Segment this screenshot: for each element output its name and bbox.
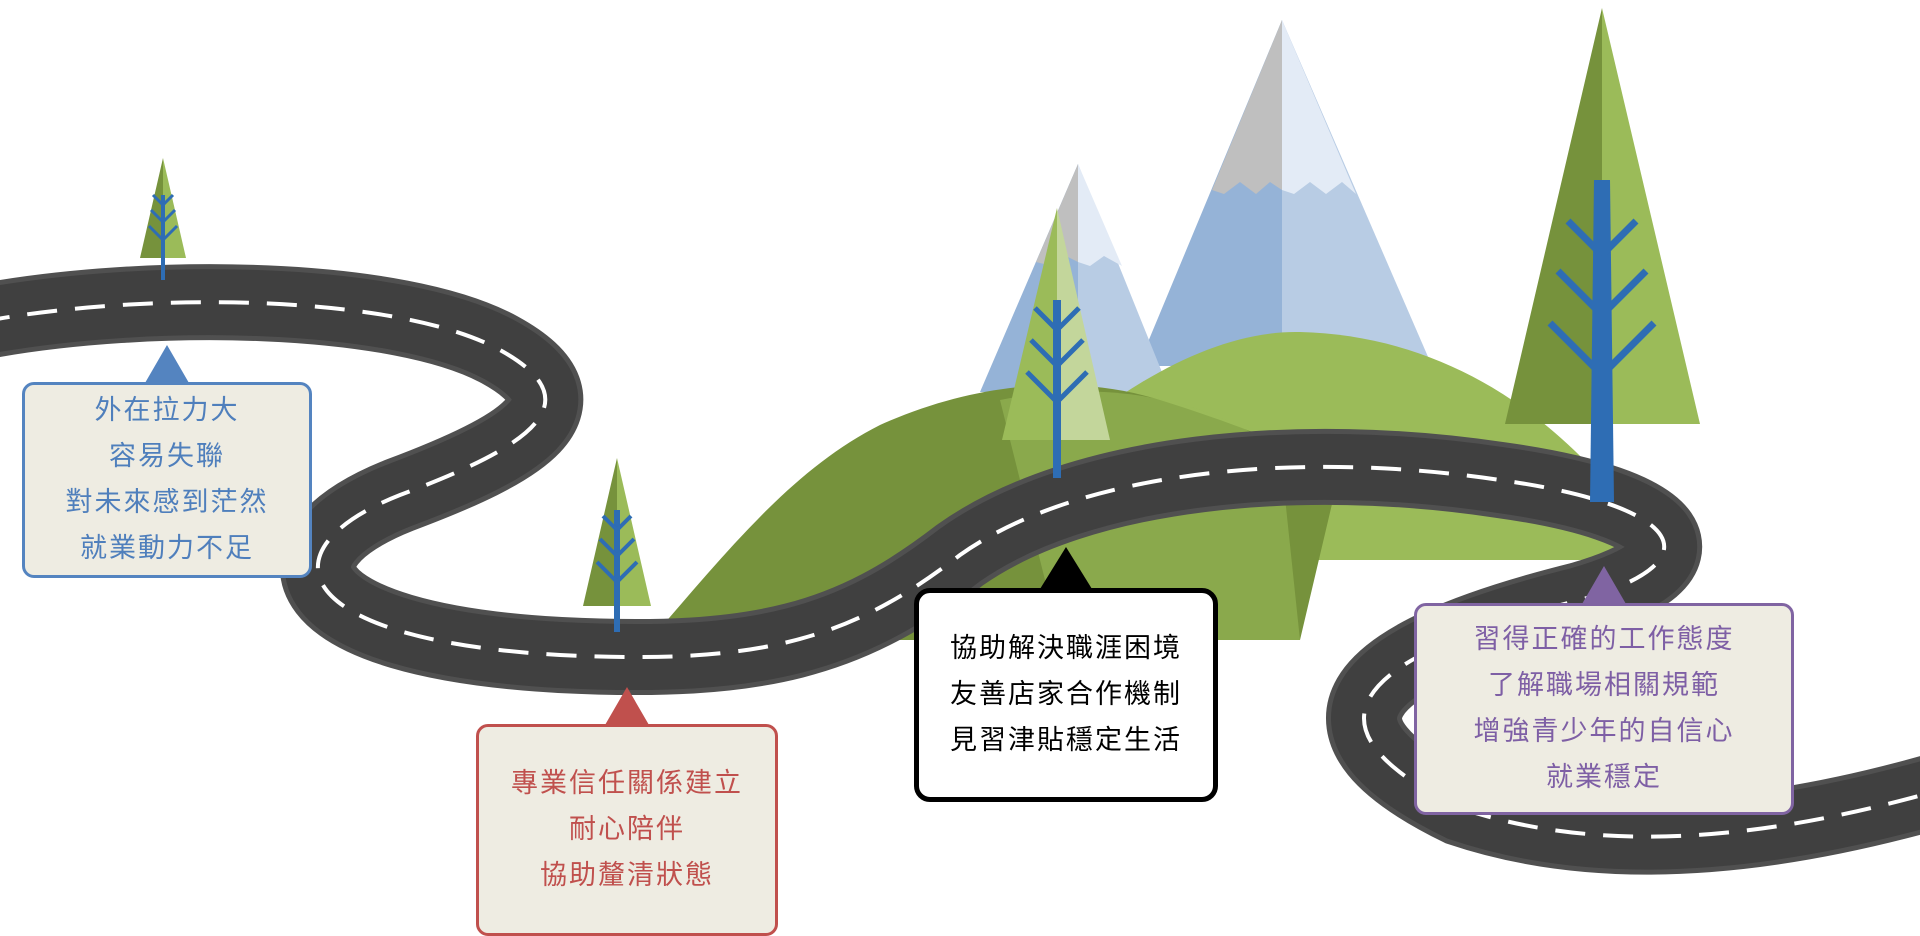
road-center-line [0,300,1920,839]
mountain-large-left [1138,20,1282,366]
callout-line: 對未來感到茫然 [65,487,269,518]
mountain-large-snow [1282,20,1356,194]
callout-trust-building: 專業信任關係建立 耐心陪伴 協助釐清狀態 [476,687,778,936]
callout-line: 見習津貼穩定生活 [950,725,1182,756]
tree-small-1 [140,158,186,280]
callout-line: 增強青少年的自信心 [1473,716,1735,747]
callout-line: 容易失聯 [109,441,225,472]
callout-line: 了解職場相關規範 [1488,670,1720,701]
tree-large [1505,8,1700,502]
callout-line: 協助釐清狀態 [540,860,714,891]
callout-line: 外在拉力大 [94,395,240,426]
callout-line: 就業穩定 [1546,762,1662,793]
mountain-large-rock [1212,20,1282,194]
callout-pointer [145,345,189,383]
tree-medium [1002,208,1110,478]
mountain-small-snow [1078,164,1122,266]
callout-challenges: 外在拉力大 容易失聯 對未來感到茫然 就業動力不足 [22,345,312,578]
callout-career-support: 協助解決職涯困境 友善店家合作機制 見習津貼穩定生活 [914,547,1218,802]
callout-line: 就業動力不足 [80,533,254,564]
callout-line: 習得正確的工作態度 [1473,624,1735,655]
callout-pointer [1582,566,1626,604]
callout-pointer [605,687,649,725]
mountain-large-right [1282,20,1432,366]
callout-line: 友善店家合作機制 [950,679,1182,710]
callout-outcomes: 習得正確的工作態度 了解職場相關規範 增強青少年的自信心 就業穩定 [1414,566,1794,815]
callout-line: 耐心陪伴 [569,814,685,845]
callout-pointer [1040,547,1092,589]
callout-line: 專業信任關係建立 [511,768,743,799]
winding-road [0,264,1920,875]
tree-small-2 [583,458,651,632]
callout-line: 協助解決職涯困境 [950,633,1182,664]
mountains [980,20,1432,392]
